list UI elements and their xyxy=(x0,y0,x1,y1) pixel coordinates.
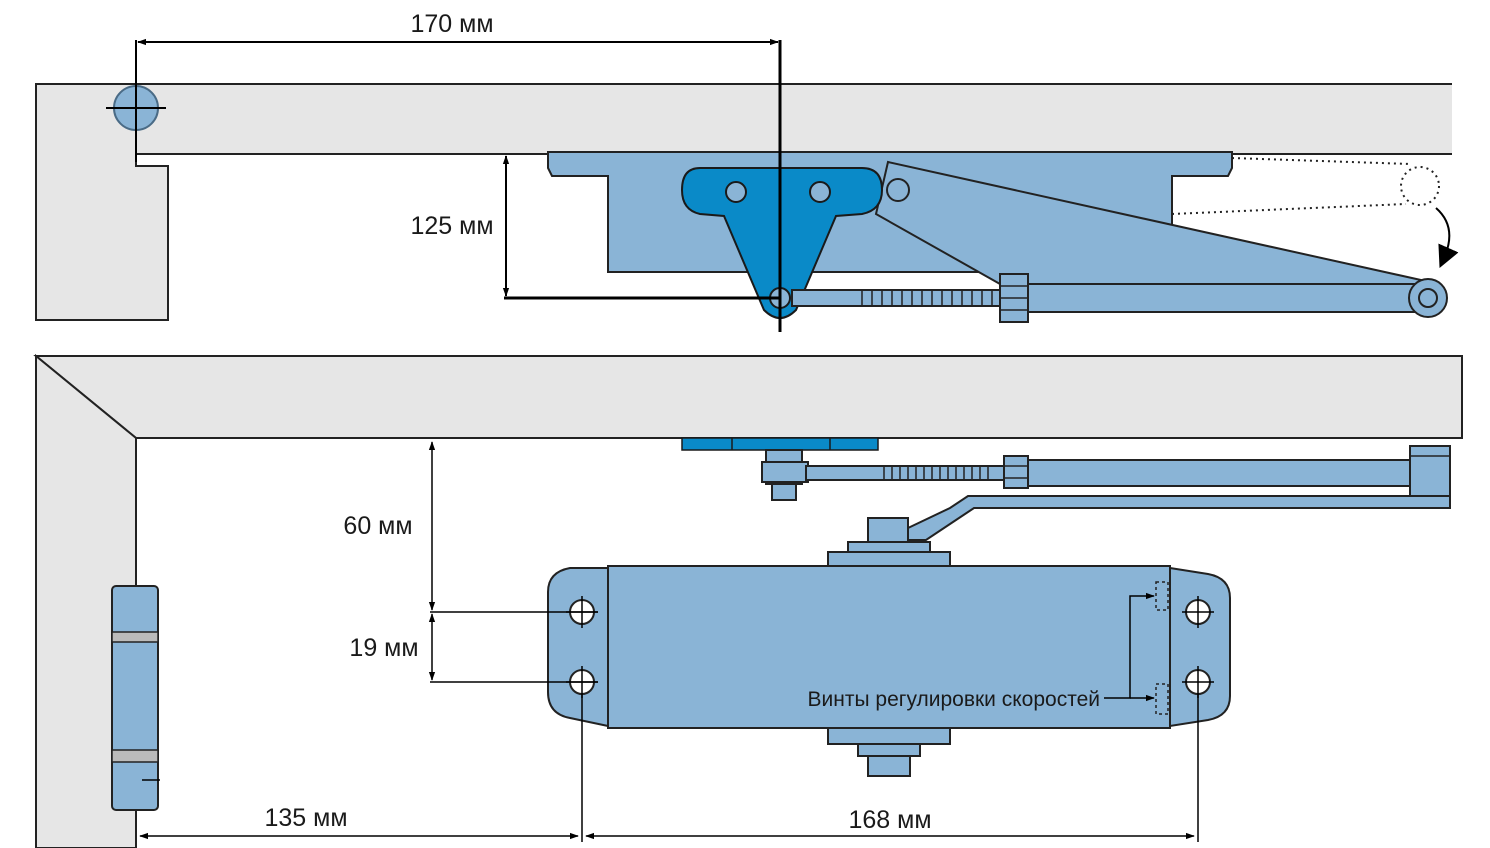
dim-label-19: 19 мм xyxy=(349,634,418,662)
dim-label-60: 60 мм xyxy=(343,512,412,540)
frame-head xyxy=(33,355,1463,439)
dim-label-170: 170 мм xyxy=(410,10,493,38)
door-leaf-top xyxy=(135,83,1457,155)
closer-body-front xyxy=(547,565,1231,777)
dim-label-135: 135 мм xyxy=(264,804,347,832)
dim-label-125: 125 мм xyxy=(410,212,493,240)
dim-label-168: 168 мм xyxy=(848,806,931,834)
swing-arrow-icon xyxy=(1435,207,1459,269)
hinge-icon xyxy=(111,585,160,811)
mounting-plate-side xyxy=(680,167,884,319)
adjustable-rod-front xyxy=(761,445,1451,501)
speed-screws xyxy=(1155,581,1169,715)
front-view: Винты регулировки скоростей 60 мм 19 мм … xyxy=(33,353,1463,848)
arm-alternate-position xyxy=(1171,157,1440,215)
main-arm-front xyxy=(907,495,1451,541)
mounting-plate-front xyxy=(681,437,879,451)
speed-screws-label: Винты регулировки скоростей xyxy=(808,688,1100,711)
adjustable-rod-side xyxy=(791,273,1448,323)
side-view: 170 мм 125 мм xyxy=(35,10,1462,332)
